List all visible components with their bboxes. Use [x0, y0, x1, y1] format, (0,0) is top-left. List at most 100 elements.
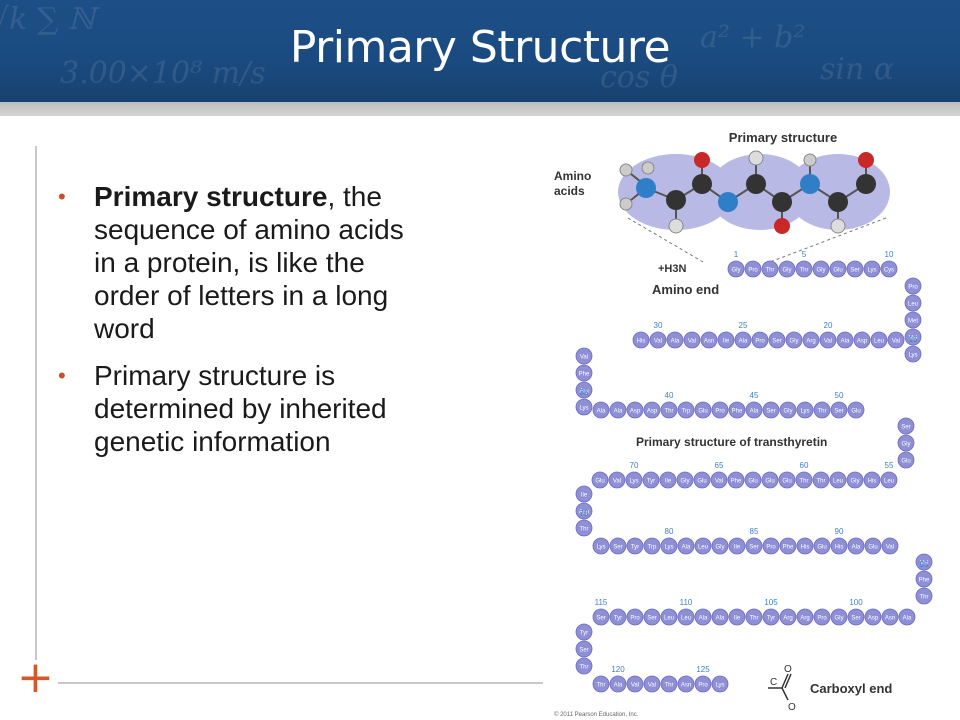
amino-acid-bead: [625, 471, 643, 489]
amino-acid-bead: [626, 675, 644, 693]
amino-acid-bead-label: Tyr: [631, 545, 639, 551]
amino-acid-bead-label: His: [835, 545, 844, 551]
amino-acid-bead: [880, 471, 898, 489]
amino-acid-bead: [897, 451, 915, 469]
bullet-dot-icon: •: [58, 363, 66, 388]
bullet-list: • Primary structure, the sequence of ami…: [58, 180, 428, 472]
amino-acid-bead: [728, 401, 746, 419]
amino-acid-bead: [904, 277, 922, 295]
amino-acid-bead: [836, 331, 854, 349]
amino-acid-bead: [751, 331, 769, 349]
amino-acid-bead: [761, 471, 779, 489]
amino-acid-bead-label: Glu: [833, 268, 842, 274]
amino-acid-bead: [897, 434, 915, 452]
amino-acid-bead-label: Gly: [835, 616, 844, 622]
amino-acid-bead-label: Met: [908, 319, 918, 325]
amino-acid-bead: [643, 537, 661, 555]
amino-acid-bead-label: Thr: [818, 409, 827, 415]
figure-title: Primary structure: [729, 130, 837, 145]
amino-acid-bead-label: Tyr: [767, 616, 775, 622]
amino-acid-bead: [915, 587, 933, 605]
amino-acid-bead-label: Ala: [614, 409, 623, 415]
amino-acid-bead: [711, 608, 729, 626]
amino-acid-bead: [626, 537, 644, 555]
amino-acid-bead-label: Glu: [697, 479, 706, 485]
residue-number: 115: [595, 598, 608, 607]
amino-acid-bead-label: Ala: [750, 409, 759, 415]
residue-number: 30: [654, 321, 663, 330]
amino-acid-bead-label: Glu: [868, 545, 877, 551]
amino-acid-bead: [745, 401, 763, 419]
amino-acid-bead-label: Phe: [732, 409, 743, 415]
amino-acid-bead: [812, 260, 830, 278]
amino-acid-bead-label: Ile: [581, 493, 588, 499]
amino-acid-bead: [847, 537, 865, 555]
amino-acid-bead-label: Pro: [755, 339, 765, 345]
amino-acid-bead: [915, 570, 933, 588]
amino-acid-bead-label: Ser: [901, 425, 910, 431]
amino-acid-bead: [864, 608, 882, 626]
amino-acid-bead-label: Asp: [868, 616, 879, 622]
amino-acid-bead-label: Lys: [908, 353, 917, 359]
amino-acid-bead-label: Tyr: [647, 479, 655, 485]
amino-acid-bead: [847, 608, 865, 626]
amino-acid-bead-label: Asn: [704, 339, 714, 345]
amino-acid-bead-label: Glu: [698, 409, 707, 415]
amino-acid-bead: [768, 331, 786, 349]
amino-acid-bead-label: His: [801, 545, 810, 551]
amino-acid-bead-label: Val: [892, 339, 900, 345]
amino-acid-bead-label: Asp: [857, 339, 868, 345]
amino-acid-bead: [904, 345, 922, 363]
amino-acid-bead: [853, 331, 871, 349]
copyright-text: © 2011 Pearson Education, Inc.: [554, 711, 639, 718]
amino-acid-bead-label: Gly: [783, 268, 792, 274]
amino-acid-bead-label: Lys: [800, 409, 809, 415]
amino-acid-bead-label: Thr: [597, 683, 606, 689]
amino-acid-bead: [609, 401, 627, 419]
amino-acid-bead: [887, 331, 905, 349]
header-background-math: √k ∑ ℕ 3.00×10⁸ m/s a² + b² sin α cos θ: [0, 2, 895, 95]
amino-acid-bead-label: Ile: [723, 339, 730, 345]
amino-acid-bead: [626, 608, 644, 626]
amino-acid-bead: [778, 260, 796, 278]
residue-number: 40: [665, 391, 674, 400]
residue-number: 85: [750, 527, 759, 536]
amino-acid-bead: [846, 260, 864, 278]
amino-acid-bead-label: Gly: [790, 339, 799, 345]
amino-acid-bead-label: Ser: [596, 616, 605, 622]
amino-acid-bead: [813, 608, 831, 626]
amino-acid-bead-label: Leu: [698, 545, 708, 551]
amino-acid-bead: [904, 328, 922, 346]
amino-acid-bead: [734, 331, 752, 349]
amino-acid-bead-label: Val: [654, 339, 662, 345]
amino-acid-bead-label: Ala: [682, 545, 691, 551]
amino-acid-bead: [778, 471, 796, 489]
amino-acid-bead-label: Leu: [884, 479, 894, 485]
amino-acid-bead: [575, 347, 593, 365]
residue-number: 100: [849, 598, 863, 607]
amino-acid-bead-label: Glu: [851, 409, 860, 415]
amino-acid-bead: [829, 471, 847, 489]
amino-acid-bead-label: Ser: [772, 339, 781, 345]
residue-number: 45: [750, 391, 759, 400]
amino-acid-bead: [660, 675, 678, 693]
amino-acid-bead-label: Thr: [580, 527, 589, 533]
amino-acid-bead-label: Ser: [766, 409, 775, 415]
amino-acid-bead: [727, 260, 745, 278]
amino-acid-bead: [694, 608, 712, 626]
amino-acid-bead-label: Thr: [766, 268, 775, 274]
amino-acid-bead: [592, 608, 610, 626]
amino-acid-bead-label: Leu: [833, 479, 843, 485]
residue-number: 10: [885, 250, 894, 259]
amino-acid-bead: [812, 471, 830, 489]
amino-acid-bead-label: His: [637, 339, 646, 345]
amino-acid-bead-label: Arg: [800, 616, 809, 622]
amino-acid-bead-label: Tyr: [614, 616, 622, 622]
amino-acid-bead-label: Pro: [715, 409, 725, 415]
amino-acid-bead: [728, 537, 746, 555]
amino-acid-bead-label: Val: [909, 336, 917, 342]
amino-acid-bead: [864, 537, 882, 555]
amino-acid-bead: [745, 537, 763, 555]
amino-group-label: +H3N: [658, 263, 686, 275]
amino-acid-bead-label: Pro: [630, 616, 640, 622]
